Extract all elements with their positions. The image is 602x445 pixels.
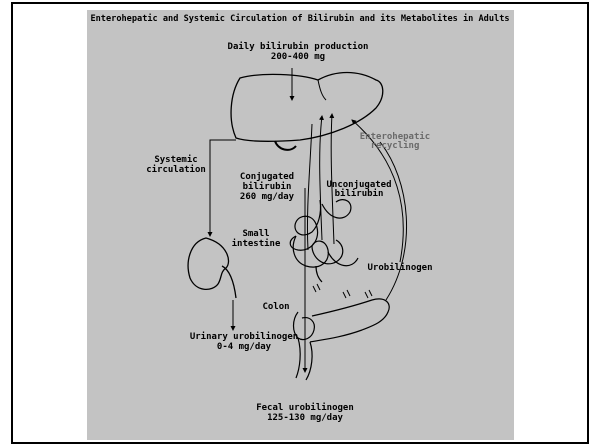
gallbladder-illustration [275,141,296,150]
conjugated-label-line2: bilirubin [243,181,292,192]
urinary-label-line1: Urinary urobilinogen [190,331,298,342]
liver-lobe-line [318,80,326,100]
systemic-label-line2: circulation [146,164,206,175]
fecal-label-line1: Fecal urobilinogen [256,402,354,413]
production-label-line2: 200-400 mg [271,52,325,62]
diagram-title: Enterohepatic and Systemic Circulation o… [90,13,509,24]
colon-label: Colon [262,302,289,312]
conjugated-label-line1: Conjugated [240,171,294,182]
small-intestine-label-line1: Small [242,229,269,239]
recycling-arrow-1 [320,116,322,240]
systemic-circulation-arrow [210,140,236,236]
recycling-loop [380,142,407,300]
colon-tick-marks [313,284,372,298]
kidney-illustration [188,238,228,289]
liver-illustration [231,73,383,142]
conjugated-label-line3: 260 mg/day [240,192,295,202]
bile-duct-line [307,124,312,250]
systemic-label-line1: Systemic [154,154,197,165]
production-label-line1: Daily bilirubin production [228,41,369,52]
small-intestine-illustration [290,200,358,282]
enterohepatic-label-line2: recycling [371,140,420,151]
colon-illustration [294,299,390,380]
urinary-label-line2: 0-4 mg/day [217,342,272,352]
recycling-arrow-2 [331,114,334,244]
fecal-label-line2: 125-130 mg/day [267,413,343,423]
unconjugated-label-line2: bilirubin [335,188,384,199]
ureter-illustration [222,266,236,298]
urobilinogen-label: Urobilinogen [367,262,432,273]
small-intestine-label-line2: intestine [232,238,281,249]
